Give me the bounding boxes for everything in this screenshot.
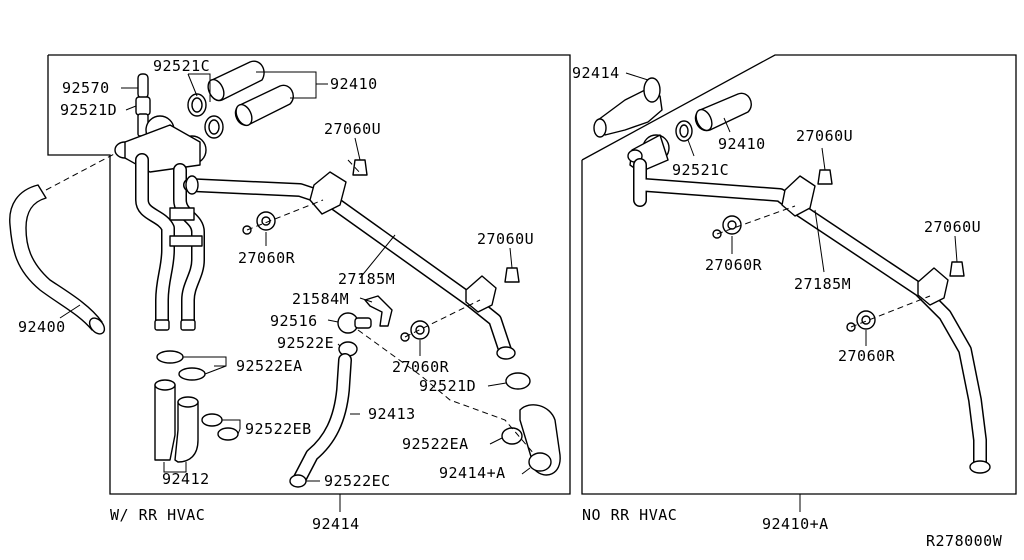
label-92521D-bot: 92521D [419,377,476,395]
caption-w-rr-hvac: W/ RR HVAC [110,506,205,524]
label-21584M: 21584M [292,290,349,308]
label-r-92410: 92410 [718,135,766,153]
label-r-27060R-a: 27060R [705,256,763,274]
hose-92400 [9,151,119,335]
label-r-27185M: 27185M [794,275,851,293]
label-92570: 92570 [62,79,110,97]
label-27060U-a: 27060U [324,120,381,138]
label-r-27060R-b: 27060R [838,347,896,365]
label-92521D-top: 92521D [60,101,117,119]
label-27060R-b: 27060R [392,358,450,376]
label-92522E: 92522E [277,334,334,352]
left-section-frame [47,54,571,495]
right-labels: 92414 92410 92521C 27060U 27060R 27185M … [572,64,1003,550]
label-r-92521C: 92521C [672,161,729,179]
label-92400: 92400 [18,318,66,336]
label-92410: 92410 [330,75,378,93]
label-92522EA-a: 92522EA [236,357,303,375]
label-27060U-b: 27060U [477,230,534,248]
label-92516: 92516 [270,312,318,330]
left-labels: 92570 92521D 92521C 92410 27060U 27060R … [18,57,534,533]
label-92521C: 92521C [153,57,210,75]
label-92414-bottom: 92414 [312,515,360,533]
label-92522EB: 92522EB [245,420,312,438]
right-section-frame [581,54,1017,495]
right-section-parts [593,77,991,474]
leader-lines [59,71,958,512]
label-r-27060U-a: 27060U [796,127,853,145]
ref-code: R278000W [926,532,1003,550]
label-27185M: 27185M [338,270,395,288]
label-92522EA-b: 92522EA [402,435,469,453]
label-92410A-bottom: 92410+A [762,515,829,533]
label-r-27060U-b: 27060U [924,218,981,236]
label-92413: 92413 [368,405,416,423]
left-section-parts [114,60,561,488]
label-r-92414: 92414 [572,64,620,82]
caption-no-rr-hvac: NO RR HVAC [582,506,677,524]
label-92522EC: 92522EC [324,472,391,490]
label-92412: 92412 [162,470,210,488]
label-27060R-a: 27060R [238,249,296,267]
label-92414A: 92414+A [439,464,506,482]
